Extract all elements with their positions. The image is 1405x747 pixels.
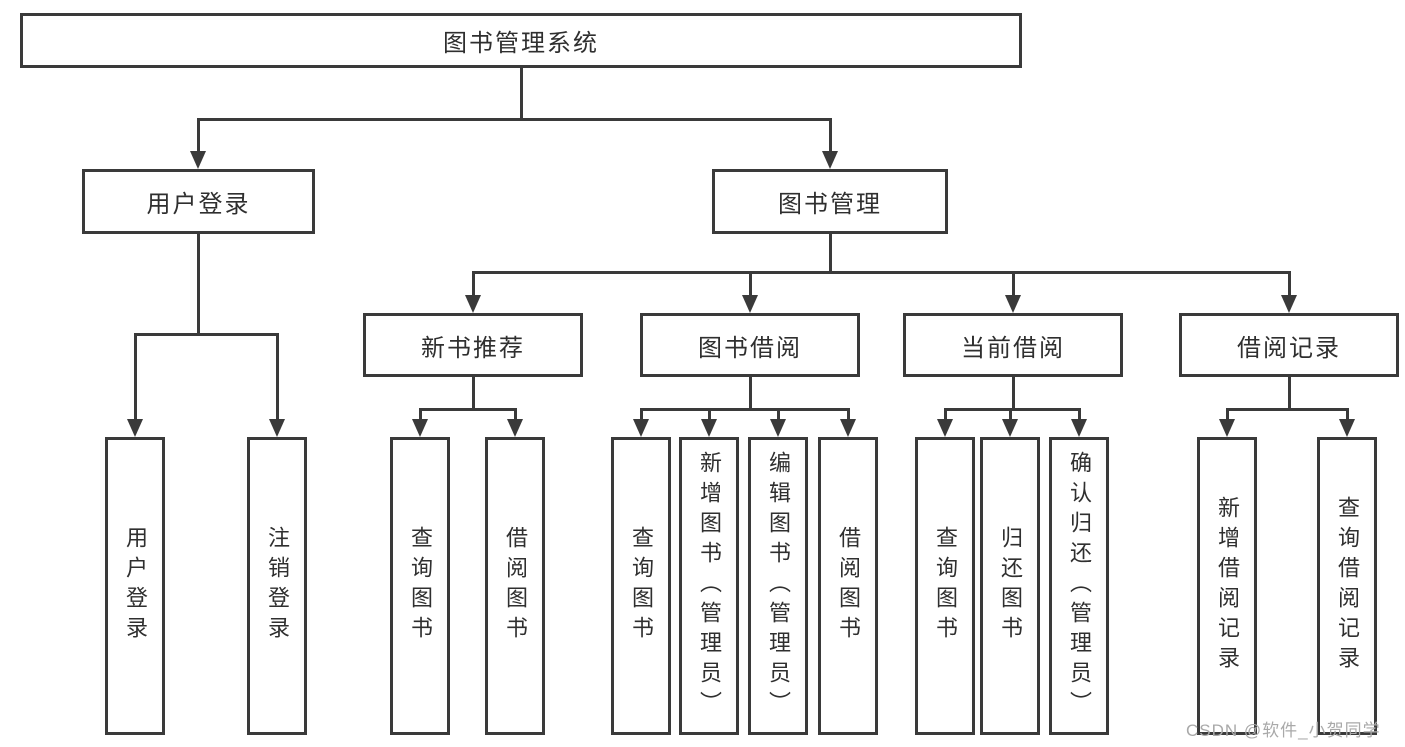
- arrow-down-icon: [269, 419, 285, 437]
- connector-line: [1012, 271, 1015, 297]
- leaf-query-books-borrowing: 查询图书: [611, 437, 671, 735]
- node-library-management-system: 图书管理系统: [20, 13, 1022, 68]
- connector-line: [777, 408, 780, 421]
- arrow-down-icon: [1071, 419, 1087, 437]
- arrow-down-icon: [507, 419, 523, 437]
- connector-line: [276, 333, 279, 419]
- connector-user-login-drop: [197, 234, 200, 333]
- leaf-query-books-recommend: 查询图书: [390, 437, 450, 735]
- connector-line: [944, 408, 947, 421]
- arrow-down-icon: [412, 419, 428, 437]
- leaf-query-borrow-record: 查询借阅记录: [1317, 437, 1377, 735]
- csdn-watermark: CSDN @软件_小贺同学: [1186, 721, 1381, 740]
- arrow-down-icon: [1219, 419, 1235, 437]
- node-book-borrowing: 图书借阅: [640, 313, 860, 377]
- connector-line: [847, 408, 850, 421]
- leaf-query-books-current: 查询图书: [915, 437, 975, 735]
- connector-records-drop: [1288, 377, 1291, 408]
- arrow-down-icon: [190, 151, 206, 169]
- connector-line: [1346, 408, 1349, 421]
- connector-root-drop: [520, 68, 523, 118]
- arrow-down-icon: [465, 295, 481, 313]
- connector-line: [1226, 408, 1229, 421]
- connector-borrowing-bus: [640, 408, 849, 411]
- connector-line: [472, 271, 475, 297]
- arrow-down-icon: [127, 419, 143, 437]
- node-user-login: 用户登录: [82, 169, 315, 234]
- connector-line: [419, 408, 422, 421]
- connector-line: [134, 333, 137, 419]
- leaf-edit-book-admin: 编辑图书（管理员）: [748, 437, 808, 735]
- leaf-borrow-books-recommend: 借阅图书: [485, 437, 545, 735]
- arrow-down-icon: [701, 419, 717, 437]
- leaf-add-borrow-record: 新增借阅记录: [1197, 437, 1257, 735]
- arrow-down-icon: [742, 295, 758, 313]
- node-borrowing-records: 借阅记录: [1179, 313, 1399, 377]
- arrow-down-icon: [1002, 419, 1018, 437]
- connector-recommend-bus: [419, 408, 516, 411]
- connector-line: [829, 118, 832, 153]
- node-current-borrowing: 当前借阅: [903, 313, 1123, 377]
- arrow-down-icon: [633, 419, 649, 437]
- leaf-return-books: 归还图书: [980, 437, 1040, 735]
- leaf-confirm-return-admin: 确认归还（管理员）: [1049, 437, 1109, 735]
- arrow-down-icon: [770, 419, 786, 437]
- connector-line: [640, 408, 643, 421]
- connector-line: [1009, 408, 1012, 421]
- connector-current-bus: [944, 408, 1080, 411]
- arrow-down-icon: [822, 151, 838, 169]
- connector-book-mgmt-drop: [829, 234, 832, 271]
- connector-level2-bus: [197, 118, 832, 121]
- connector-user-login-bus: [134, 333, 279, 336]
- arrow-down-icon: [937, 419, 953, 437]
- connector-line: [1288, 271, 1291, 297]
- leaf-user-login: 用户登录: [105, 437, 165, 735]
- arrow-down-icon: [1281, 295, 1297, 313]
- connector-borrowing-drop: [749, 377, 752, 408]
- connector-line: [197, 118, 200, 153]
- connector-line: [1078, 408, 1081, 421]
- arrow-down-icon: [840, 419, 856, 437]
- leaf-add-book-admin: 新增图书（管理员）: [679, 437, 739, 735]
- connector-line: [749, 271, 752, 297]
- leaf-borrow-books-borrowing: 借阅图书: [818, 437, 878, 735]
- arrow-down-icon: [1005, 295, 1021, 313]
- connector-current-drop: [1012, 377, 1015, 408]
- connector-level3-bus: [472, 271, 1290, 274]
- arrow-down-icon: [1339, 419, 1355, 437]
- connector-line: [514, 408, 517, 421]
- node-book-management: 图书管理: [712, 169, 948, 234]
- leaf-logout: 注销登录: [247, 437, 307, 735]
- connector-recommend-drop: [472, 377, 475, 408]
- connector-records-bus: [1226, 408, 1348, 411]
- node-new-book-recommendation: 新书推荐: [363, 313, 583, 377]
- connector-line: [708, 408, 711, 421]
